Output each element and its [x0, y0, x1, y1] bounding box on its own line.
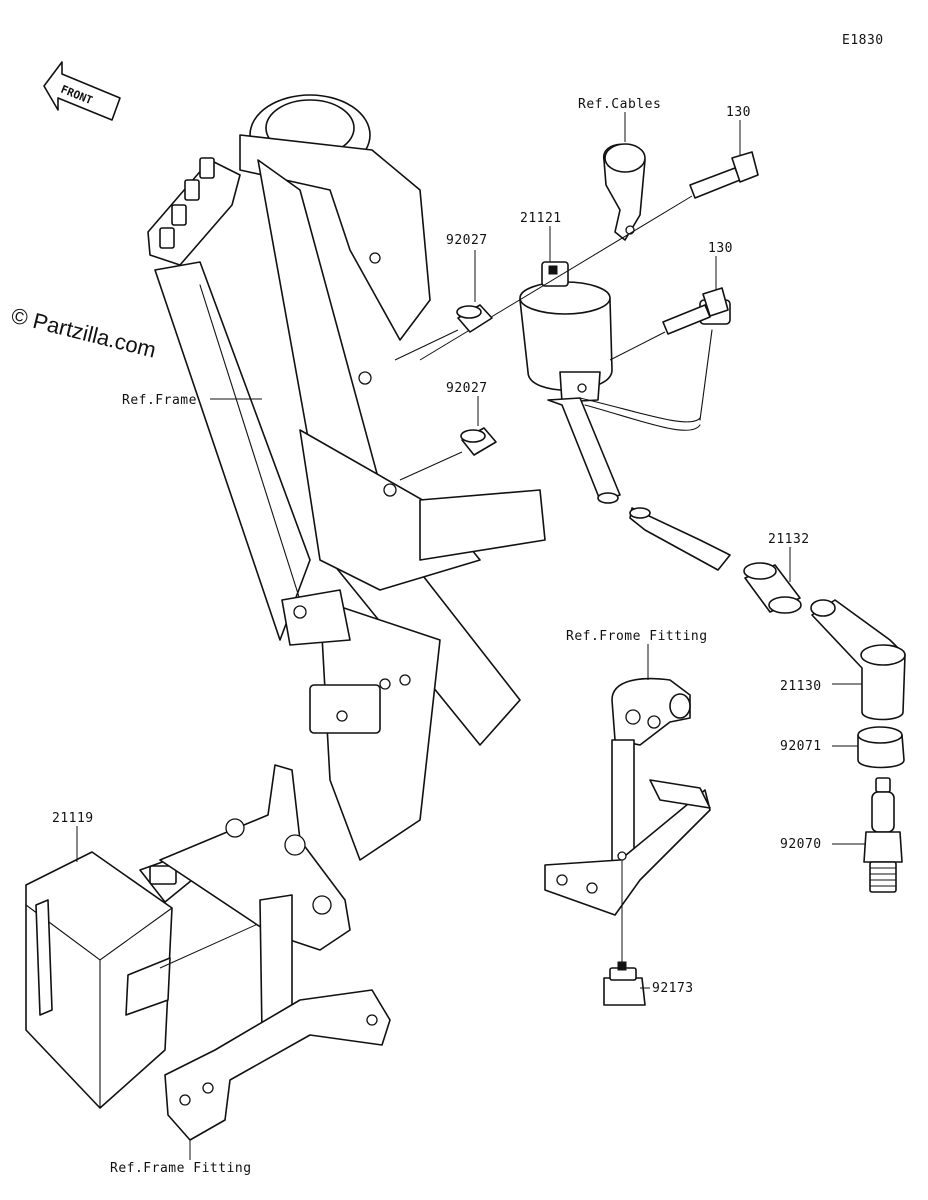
clip-nut-label: 92173 — [652, 981, 694, 996]
collar-upper-part — [456, 304, 493, 333]
watermark: © Partzilla.com — [9, 303, 159, 363]
cap-ring-part — [857, 726, 905, 769]
ref-frame-label: Ref.Frame — [122, 393, 197, 408]
ref-cables-label: Ref.Cables — [578, 97, 661, 112]
plug-cap-label: 21130 — [780, 679, 822, 694]
cap-seal-label: 21132 — [768, 532, 810, 547]
spark-plug-part — [863, 777, 903, 893]
cdi-unit-label: 21119 — [52, 811, 94, 826]
ignition-coil-label: 21121 — [520, 211, 562, 226]
front-arrow-icon: FRONT — [43, 61, 121, 121]
spark-plug-label: 92070 — [780, 837, 822, 852]
collar-upper-label: 92027 — [446, 233, 488, 248]
cdi-unit-part — [25, 851, 193, 1109]
frame-fitting-top-part — [544, 677, 711, 916]
frame-part — [147, 94, 546, 861]
bolt-upper-part — [689, 151, 759, 199]
bolt-lower-part — [662, 287, 729, 335]
bolt-lower-label: 130 — [708, 241, 733, 256]
ref-frame-fitting-bottom-label: Ref.Frame Fitting — [110, 1161, 252, 1176]
diagram-code: E1830 — [842, 33, 884, 48]
clip-nut-part — [603, 961, 646, 1006]
cap-seal-part — [743, 562, 802, 614]
cap-ring-label: 92071 — [780, 739, 822, 754]
cable-clamp-part — [603, 143, 646, 241]
ref-frame-fitting-top-label: Ref.Frome Fitting — [566, 629, 708, 644]
collar-lower-part — [460, 427, 497, 456]
plug-cap-part — [810, 599, 906, 721]
bolt-upper-label: 130 — [726, 105, 751, 120]
collar-lower-label: 92027 — [446, 381, 488, 396]
frame-fitting-bottom-part — [159, 764, 391, 1141]
